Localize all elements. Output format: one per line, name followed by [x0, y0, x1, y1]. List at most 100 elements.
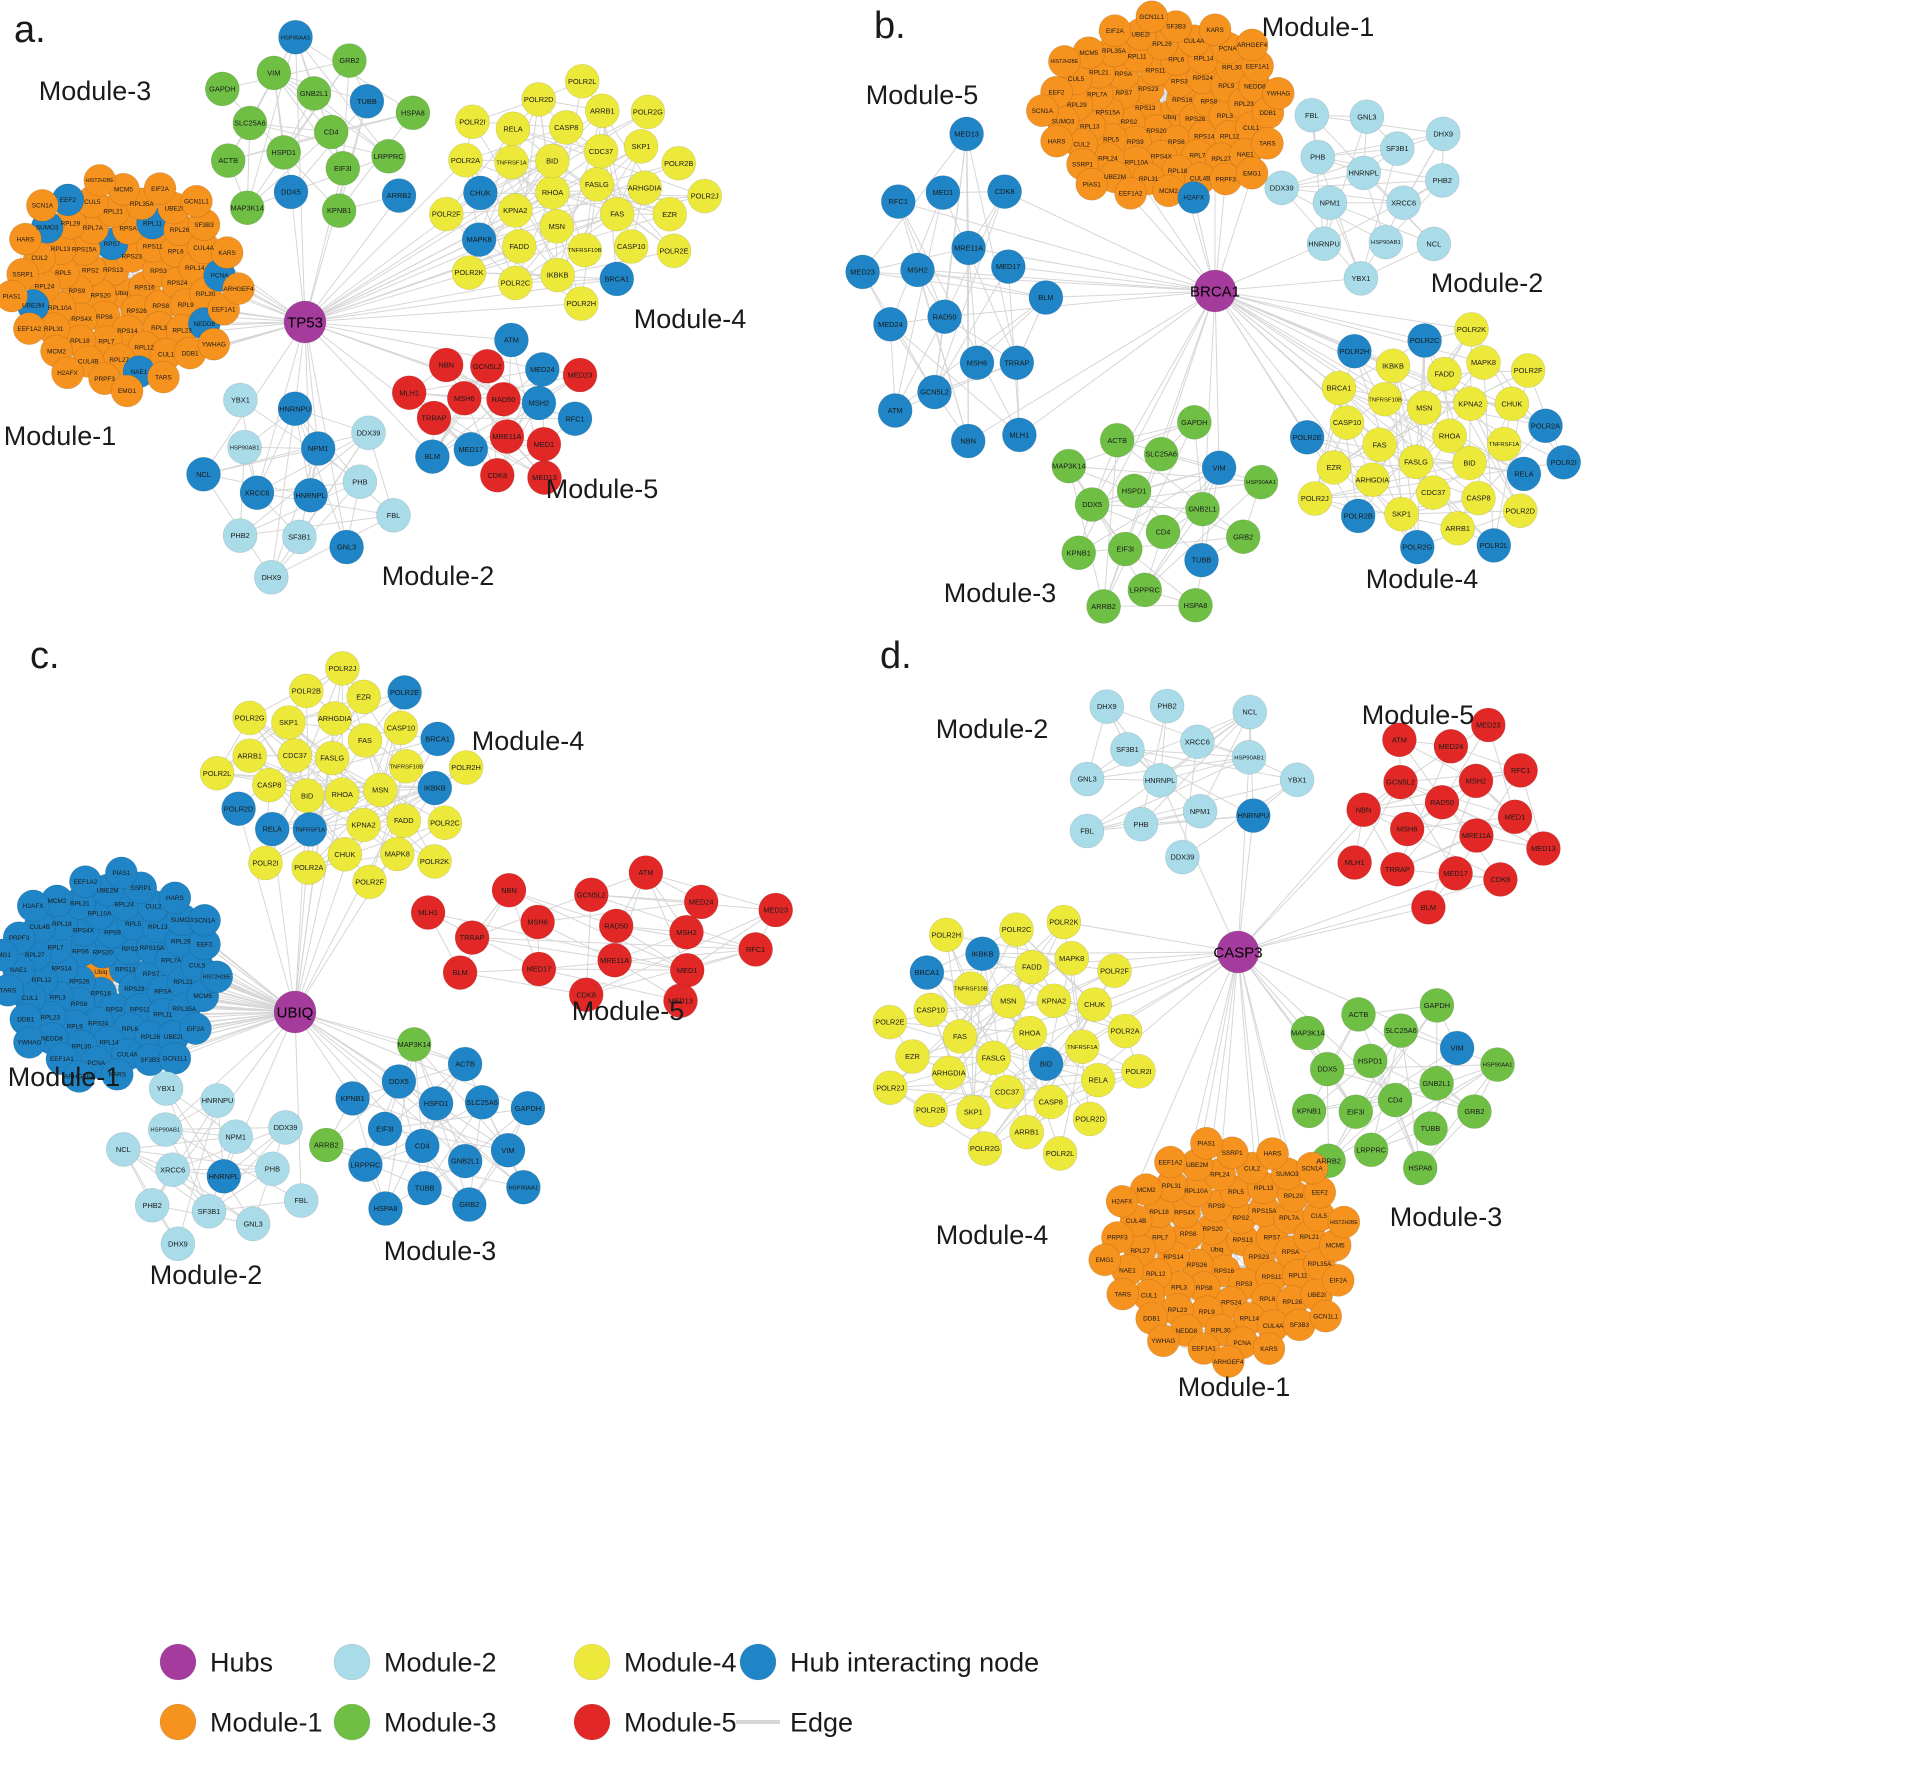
gene-label: RAD50	[933, 312, 957, 321]
gene-node	[148, 1071, 184, 1106]
gene-label: POLR2A	[1110, 1027, 1139, 1036]
edge	[1140, 711, 1251, 825]
gene-label: HIST2H2BE	[203, 975, 231, 981]
gene-label: HNRNPU	[1237, 811, 1269, 820]
gene-node	[186, 456, 221, 492]
edge	[1004, 191, 1216, 292]
gene-node	[1089, 689, 1125, 724]
gene-label: PCNA	[1219, 45, 1237, 52]
gene-label: EEF1A2	[73, 879, 97, 886]
gene-label: TNFRSF10B	[1368, 397, 1402, 403]
gene-label: MAPK8	[1471, 358, 1496, 367]
edge	[1355, 1005, 1438, 1113]
gene-label: MSN	[1416, 403, 1432, 412]
gene-label: MED23	[1476, 721, 1501, 730]
edge	[240, 514, 394, 537]
edge	[1237, 951, 1328, 1070]
edge	[1127, 748, 1298, 781]
gene-node	[379, 836, 415, 872]
edge	[1363, 809, 1501, 880]
gene-label: RPL10A	[1124, 160, 1149, 167]
edge	[472, 937, 688, 971]
gene-label: DDX39	[1170, 853, 1194, 862]
gene-node	[1026, 94, 1059, 127]
gene-node	[1177, 181, 1210, 214]
gene-node	[1432, 418, 1467, 454]
gene-label: DDB1	[1259, 110, 1276, 117]
gene-label: RPS3	[1171, 79, 1188, 86]
gene-node	[454, 920, 490, 955]
gene-label: RPS11	[1146, 67, 1166, 74]
gene-label: PRPF3	[1215, 176, 1236, 183]
gene-node	[950, 423, 986, 459]
gene-label: MSH6	[1397, 825, 1418, 834]
gene-label: NAE1	[10, 967, 27, 974]
edge	[1379, 329, 1472, 446]
edge	[1214, 290, 1220, 468]
gene-node	[959, 345, 995, 381]
gene-node	[490, 1132, 526, 1168]
gene-label: LRPPRC	[1356, 1145, 1387, 1154]
gene-node	[1380, 131, 1415, 166]
gene-label: SF3B1	[1386, 144, 1409, 153]
gene-node	[1349, 99, 1385, 134]
gene-node	[656, 233, 692, 269]
gene-label: RPL11	[153, 1012, 173, 1019]
gene-node	[268, 1110, 303, 1145]
legend-label: Module-4	[624, 1647, 737, 1677]
gene-node	[1439, 1030, 1475, 1066]
gene-label: CDC37	[283, 751, 307, 760]
gene-label: MCM5	[1326, 1243, 1345, 1250]
gene-label: RPL23	[40, 1015, 60, 1022]
gene-node	[253, 559, 289, 595]
gene-node	[222, 272, 255, 305]
gene-label: POLR2J	[328, 664, 356, 673]
gene-label: RPL11	[1289, 1272, 1309, 1279]
gene-label: POLR2D	[524, 95, 554, 104]
gene-label: EIF2A	[1329, 1278, 1347, 1285]
gene-label: FAS	[358, 736, 372, 745]
gene-label: SUMO3	[171, 917, 194, 924]
gene-label: RPL21	[103, 209, 123, 216]
gene-label: MRE11A	[600, 956, 629, 965]
gene-label: PHB	[1133, 820, 1148, 829]
gene-label: POLR2A	[451, 156, 480, 165]
gene-label: YWHAG	[202, 341, 226, 348]
gene-node	[418, 1086, 454, 1121]
gene-label: MED13	[954, 129, 979, 138]
gene-node	[895, 1039, 930, 1074]
gene-label: RPS20	[90, 293, 111, 300]
gene-label: RAD50	[604, 921, 628, 930]
gene-label: BLM	[452, 968, 467, 977]
edge	[966, 133, 1018, 363]
gene-node	[1309, 1051, 1345, 1087]
edge	[930, 1063, 1047, 1111]
module-label: Module-2	[936, 714, 1049, 744]
gene-label: ARRB2	[1091, 602, 1116, 611]
gene-label: MSN	[372, 786, 388, 795]
edge	[238, 808, 296, 1013]
gene-node	[218, 1119, 253, 1154]
gene-label: MAP3K14	[1052, 462, 1085, 471]
gene-label: DDX5	[1082, 500, 1102, 509]
gene-label: DDX5	[1317, 1065, 1337, 1074]
edge	[1008, 266, 1216, 292]
gene-label: PCNA	[211, 273, 229, 280]
gene-label: CUL5	[1068, 76, 1085, 83]
gene-label: ARRB1	[1014, 1128, 1039, 1137]
gene-label: RPL27	[109, 357, 129, 364]
edge	[1059, 1046, 1083, 1154]
gene-node	[1065, 1029, 1100, 1064]
gene-label: POLR2G	[1402, 543, 1432, 552]
gene-label: KPNA2	[351, 820, 375, 829]
edge	[270, 408, 296, 578]
gene-node	[1494, 386, 1530, 422]
gene-node	[1028, 1046, 1064, 1081]
gene-node	[282, 519, 317, 555]
gene-node	[534, 143, 570, 179]
gene-label: RPS20	[1202, 1226, 1223, 1233]
gene-label: UBE2I	[164, 1034, 183, 1041]
gene-label: GCN5L2	[920, 388, 949, 397]
edge	[1416, 340, 1426, 548]
gene-node	[329, 529, 364, 565]
